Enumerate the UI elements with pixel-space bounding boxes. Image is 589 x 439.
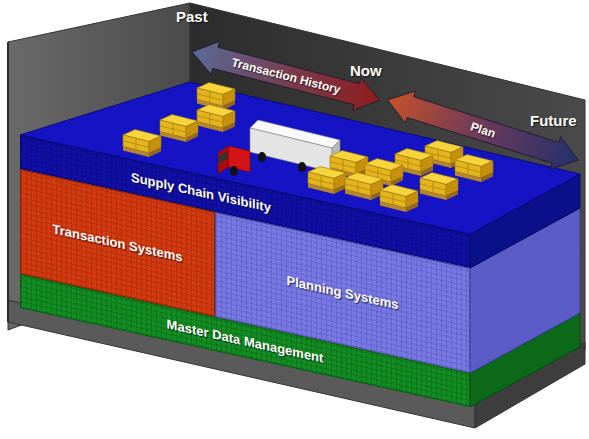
pallet bbox=[160, 115, 198, 143]
time-label: Future bbox=[530, 112, 577, 129]
pallet bbox=[380, 185, 418, 213]
arrow-body bbox=[383, 84, 584, 177]
layer-label: Transaction Systems bbox=[52, 221, 182, 265]
pallet bbox=[123, 130, 161, 158]
container-edge bbox=[7, 42, 9, 322]
pallet bbox=[308, 167, 346, 195]
pallet bbox=[197, 105, 235, 133]
pallet bbox=[455, 155, 493, 183]
pallet bbox=[345, 173, 383, 201]
time-label: Past bbox=[176, 8, 208, 25]
time-label: Now bbox=[350, 62, 382, 79]
layer-label: Planning Systems bbox=[287, 273, 399, 313]
pallet bbox=[197, 83, 235, 111]
arrow-body bbox=[188, 35, 384, 116]
pallet bbox=[420, 173, 458, 201]
